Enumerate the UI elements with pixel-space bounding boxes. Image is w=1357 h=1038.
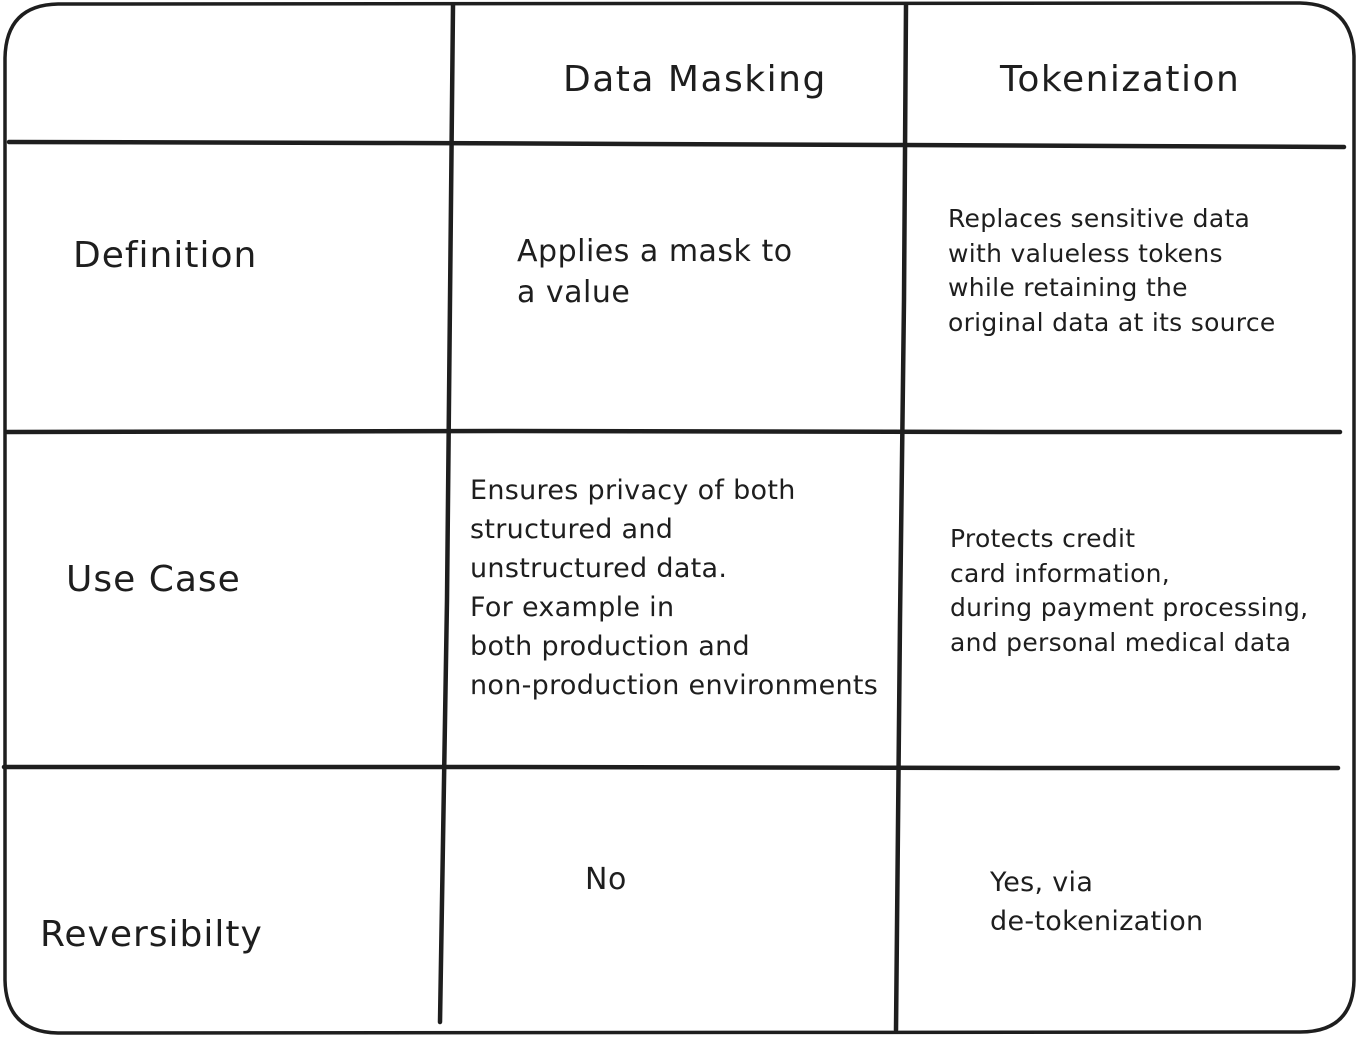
cell-reversibility-data-masking: No <box>585 862 627 897</box>
cell-use-case-data-masking: Ensures privacy of both structured and u… <box>470 475 879 701</box>
cell-use-case-tokenization: Protects credit card information, during… <box>950 524 1309 657</box>
table-outer-border <box>3 1 1356 1035</box>
cell-definition-tokenization: Replaces sensitive data with valueless t… <box>948 204 1276 337</box>
row-divider-use-case <box>1 764 1341 771</box>
row-label-use-case: Use Case <box>66 559 241 600</box>
header-tokenization: Tokenization <box>1000 59 1241 100</box>
column-divider-1 <box>437 2 456 1025</box>
row-label-definition: Definition <box>73 235 258 276</box>
row-label-reversibility: Reversibilty <box>40 914 263 955</box>
header-data-masking: Data Masking <box>563 59 827 100</box>
row-divider-definition <box>4 428 1343 435</box>
cell-reversibility-tokenization: Yes, via de-tokenization <box>990 867 1204 937</box>
cell-definition-data-masking: Applies a mask to a value <box>517 234 793 310</box>
column-divider-2 <box>893 2 909 1033</box>
row-divider-header <box>6 139 1347 150</box>
